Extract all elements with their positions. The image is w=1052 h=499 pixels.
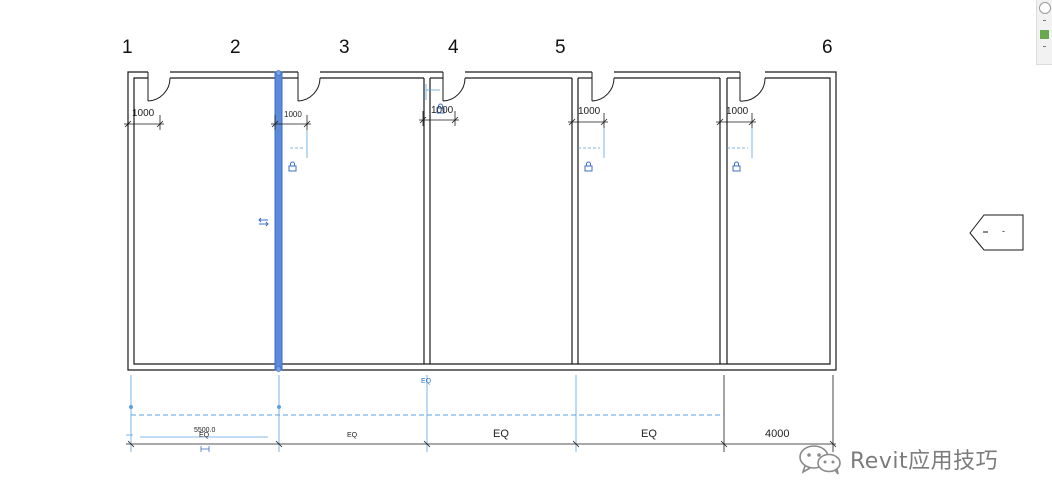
- grid-number-1: 1: [122, 37, 133, 58]
- elevation-marker-label: -: [1002, 226, 1005, 236]
- dimension-segment-2[interactable]: EQ: [347, 432, 358, 439]
- dimension-segment-3[interactable]: EQ: [493, 428, 509, 440]
- door-dimension-3[interactable]: 1000: [431, 105, 454, 116]
- dimension-segment-5[interactable]: 4000: [765, 428, 790, 440]
- door-dimension-5[interactable]: 1000: [726, 106, 749, 117]
- wechat-icon: [799, 445, 841, 475]
- grid-number-4: 4: [448, 37, 459, 58]
- nav-divider: [1043, 46, 1046, 47]
- grid-number-5: 5: [555, 37, 566, 58]
- door-dimension-lines[interactable]: [124, 111, 756, 130]
- flip-arrows-icon[interactable]: [258, 217, 269, 227]
- grid-number-6: 6: [822, 37, 833, 58]
- elevation-arrow-icon[interactable]: [969, 214, 1025, 254]
- watermark-text: Revit应用技巧: [850, 449, 999, 474]
- zoom-icon[interactable]: [1039, 2, 1051, 14]
- pan-icon[interactable]: [1040, 30, 1049, 39]
- door-dimension-1[interactable]: 1000: [132, 108, 155, 119]
- bottom-dimension-string[interactable]: [126, 434, 837, 452]
- grid-number-3: 3: [339, 37, 350, 58]
- watermark: Revit应用技巧: [796, 442, 998, 476]
- selected-wall[interactable]: [274, 70, 283, 372]
- navigation-bar[interactable]: [1036, 0, 1052, 65]
- dimension-segment-4[interactable]: EQ: [641, 428, 657, 440]
- lock-icon[interactable]: [288, 103, 741, 172]
- outer-wall[interactable]: [127, 71, 837, 371]
- door-temp-dimension-guides: [290, 84, 753, 158]
- door-dimension-4[interactable]: 1000: [578, 106, 601, 117]
- partition-walls[interactable]: [423, 78, 728, 364]
- middle-eq-label[interactable]: EQ: [421, 378, 432, 385]
- door-swings: [147, 72, 766, 102]
- dimension-segment-1[interactable]: 5500.0: [194, 427, 216, 434]
- door-dimension-2[interactable]: 1000: [284, 110, 302, 119]
- dimension-segment-1-eq[interactable]: EQ: [199, 432, 210, 439]
- bottom-witness-lines: [129, 375, 834, 452]
- nav-divider: [1043, 20, 1046, 21]
- grid-number-2: 2: [230, 37, 241, 58]
